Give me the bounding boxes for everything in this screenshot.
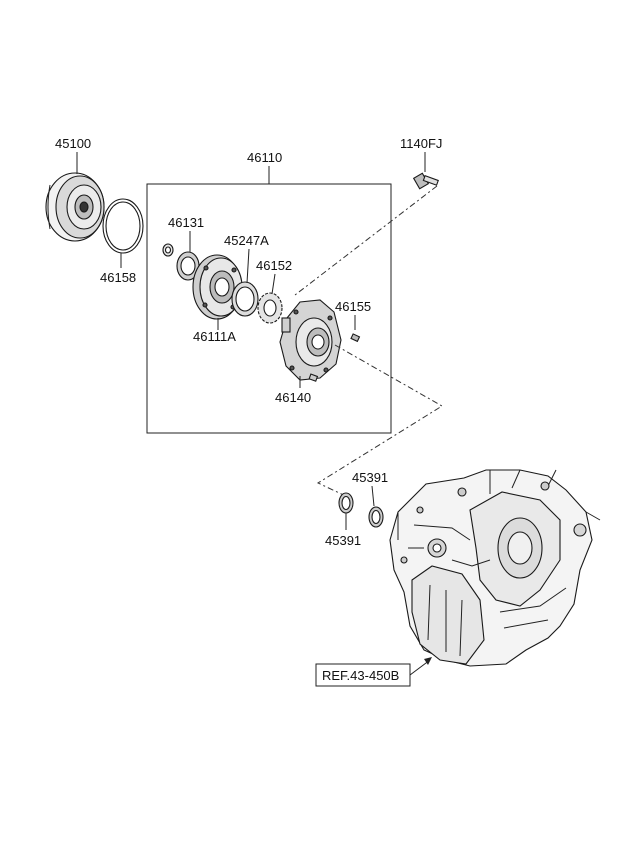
transaxle-housing-part[interactable]: [389, 469, 601, 667]
reference-callout[interactable]: REF.43-450B: [315, 663, 411, 687]
label-46110: 46110: [247, 150, 282, 165]
pin-46155-part[interactable]: [350, 333, 361, 343]
cover-leader-line: [316, 344, 443, 499]
bushing-part[interactable]: [162, 243, 174, 257]
label-46152: 46152: [256, 258, 292, 273]
pump-cover-part[interactable]: [279, 299, 342, 381]
reference-arrow: [424, 657, 432, 665]
seal-46131-part[interactable]: [176, 251, 200, 281]
label-46140: 46140: [275, 390, 311, 405]
label-45391-lower: 45391: [325, 533, 361, 548]
torque-converter-part[interactable]: [45, 172, 105, 242]
gear-part[interactable]: [257, 292, 283, 324]
label-45247a: 45247A: [224, 233, 269, 248]
dowel-pin-part[interactable]: [308, 373, 319, 382]
label-46131: 46131: [168, 215, 204, 230]
gear-ring-part[interactable]: [231, 281, 259, 317]
bolt-leader-line: [294, 185, 438, 296]
label-46158: 46158: [100, 270, 136, 285]
label-45391-upper: 45391: [352, 470, 388, 485]
label-1140fj: 1140FJ: [400, 136, 442, 151]
label-46111a: 46111A: [193, 329, 236, 344]
bolt-part[interactable]: [412, 172, 439, 190]
reference-label: REF.43-450B: [322, 668, 399, 683]
pump-body-part[interactable]: [192, 254, 243, 320]
seal-45391-lower-part[interactable]: [338, 492, 354, 514]
oring-part[interactable]: [102, 198, 144, 254]
label-46155: 46155: [335, 299, 371, 314]
label-45100: 45100: [55, 136, 91, 151]
seal-45391-upper-part[interactable]: [368, 506, 384, 528]
